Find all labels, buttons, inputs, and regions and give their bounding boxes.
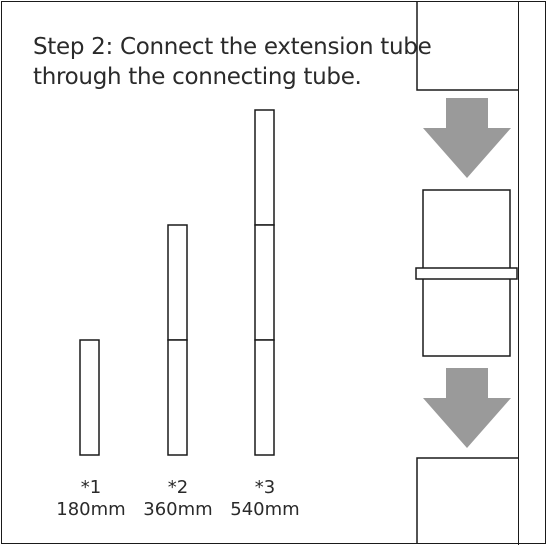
- right-panel-divider: [518, 1, 519, 545]
- step-title: Step 2: Connect the extension tube throu…: [33, 32, 432, 92]
- step-title-line-2: through the connecting tube.: [33, 64, 362, 90]
- extension-tube-bottom: [416, 457, 518, 544]
- tube-1-segment-1: [79, 339, 100, 456]
- tube-3: [254, 109, 275, 456]
- tube-2-segment-2: [167, 339, 188, 456]
- tube-3-length: 540mm: [230, 499, 300, 520]
- arrow-down-icon: [423, 98, 511, 178]
- tube-2-segment-1: [167, 224, 188, 341]
- tube-1-count: *1: [80, 477, 102, 498]
- tube-2-length: 360mm: [143, 499, 213, 520]
- step-title-line-1: Step 2: Connect the extension tube: [33, 34, 432, 60]
- tube-2-label: *2 360mm: [133, 477, 223, 521]
- tube-3-segment-2: [254, 224, 275, 341]
- tube-3-label: *3 540mm: [220, 477, 310, 521]
- extension-tube-top: [416, 1, 518, 91]
- tube-3-segment-1: [254, 109, 275, 226]
- connecting-collar: [415, 267, 518, 280]
- tube-3-segment-3: [254, 339, 275, 456]
- arrow-down-icon: [423, 368, 511, 448]
- tube-2: [167, 224, 188, 456]
- tube-1: [79, 339, 100, 456]
- tube-1-length: 180mm: [56, 499, 126, 520]
- tube-2-count: *2: [167, 477, 189, 498]
- assembly-sequence: [415, 1, 518, 544]
- tube-1-label: *1 180mm: [46, 477, 136, 521]
- tube-3-count: *3: [254, 477, 276, 498]
